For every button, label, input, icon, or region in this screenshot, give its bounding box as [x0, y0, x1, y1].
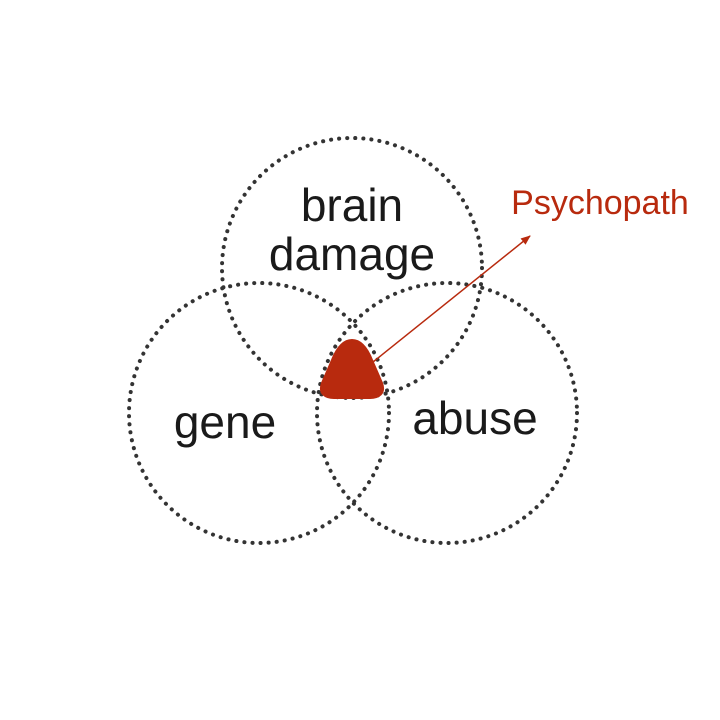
label-abuse: abuse	[412, 392, 537, 444]
label-gene: gene	[174, 396, 276, 448]
circle-abuse	[315, 281, 579, 545]
label-psychopath: Psychopath	[511, 184, 689, 222]
circle-gene	[127, 281, 391, 545]
label-brain: brain	[301, 179, 403, 231]
callout-arrow	[372, 235, 531, 363]
label-damage: damage	[269, 228, 435, 280]
intersection-highlight	[320, 339, 384, 399]
